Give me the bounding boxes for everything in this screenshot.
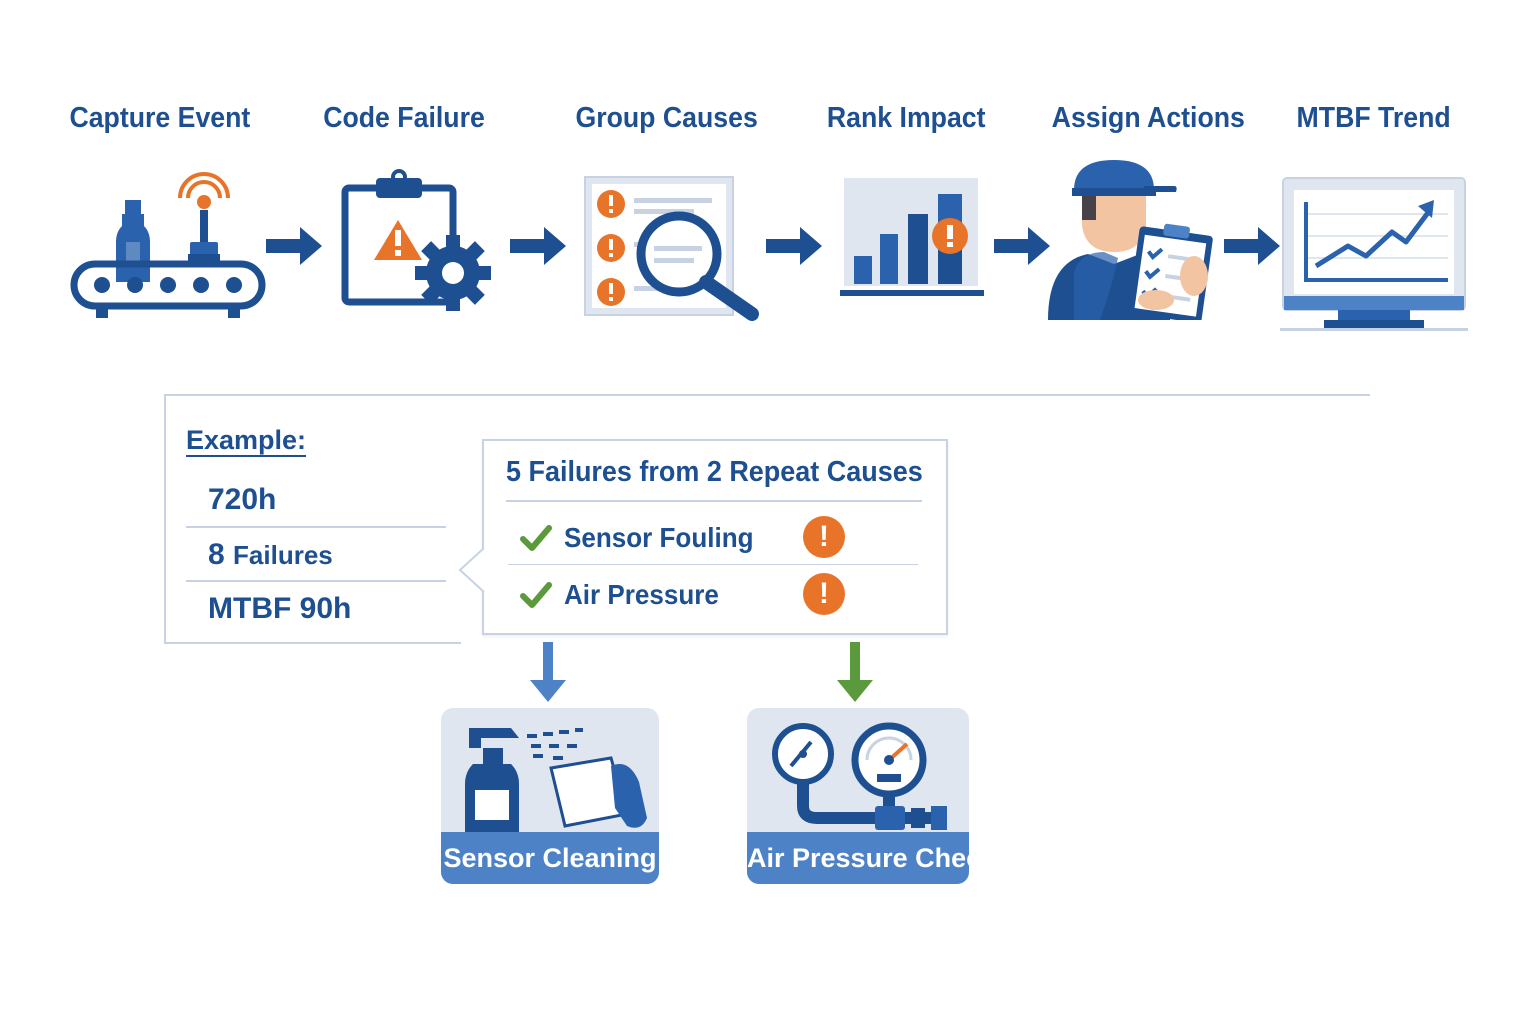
bar-chart-alert-icon <box>840 178 984 296</box>
flow-arrow-2 <box>510 227 566 265</box>
causes-card <box>482 439 948 635</box>
cause-item-sensor-fouling: Sensor Fouling <box>520 518 768 558</box>
action-label-sensor-cleaning: Sensor Cleaning <box>441 832 659 884</box>
technician-checklist-icon <box>1048 160 1213 320</box>
check-icon <box>520 525 552 551</box>
action-label-air-pressure-check: Air Pressure Check <box>747 832 969 884</box>
stage-title-rank-impact: Rank Impact <box>826 102 986 134</box>
cause-label: Air Pressure <box>564 579 719 610</box>
example-mtbf-value: MTBF 90h <box>208 592 352 625</box>
cause-item-air-pressure: Air Pressure <box>520 575 731 615</box>
causes-title: 5 Failures from 2 Repeat Causes <box>506 456 923 488</box>
example-hours-value: 720h <box>208 483 277 516</box>
action-card-sensor-cleaning: Sensor Cleaning <box>441 708 659 884</box>
flow-arrow-4 <box>994 227 1050 265</box>
example-failures-number: 8 <box>208 538 225 571</box>
example-panel <box>164 394 1381 644</box>
cause-divider <box>508 564 918 565</box>
list-magnifier-icon <box>584 176 759 321</box>
monitor-trend-icon <box>1280 177 1468 331</box>
callout-pointer <box>458 548 485 592</box>
check-icon <box>520 582 552 608</box>
flow-arrow-3 <box>766 227 822 265</box>
stage-title-capture-event: Capture Event <box>69 102 251 134</box>
example-failures-label: Failures <box>233 540 333 570</box>
alert-icon: ! <box>803 573 845 615</box>
spray-wipe-icon <box>465 728 647 832</box>
example-failures: 8 Failures <box>186 528 446 582</box>
stage-title-group-causes: Group Causes <box>575 102 758 134</box>
flow-arrow-5 <box>1224 227 1280 265</box>
stage-title-assign-actions: Assign Actions <box>1051 102 1245 134</box>
pressure-gauges-icon <box>772 722 947 830</box>
down-arrow-blue <box>530 642 566 702</box>
clipboard-warning-gear-icon <box>341 169 491 311</box>
flow-arrow-1 <box>266 227 322 265</box>
example-hours: 720h <box>186 474 446 528</box>
action-card-air-pressure-check: Air Pressure Check <box>747 708 969 884</box>
stage-title-code-failure: Code Failure <box>323 102 485 134</box>
example-heading: Example: <box>186 425 307 455</box>
causes-title-rule <box>506 500 922 502</box>
cause-label: Sensor Fouling <box>564 522 754 553</box>
stage-title-mtbf-trend: MTBF Trend <box>1296 102 1451 134</box>
example-mtbf: MTBF 90h <box>186 584 446 638</box>
conveyor-sensor-icon <box>70 172 266 318</box>
alert-icon: ! <box>803 516 845 558</box>
down-arrow-green <box>837 642 873 702</box>
